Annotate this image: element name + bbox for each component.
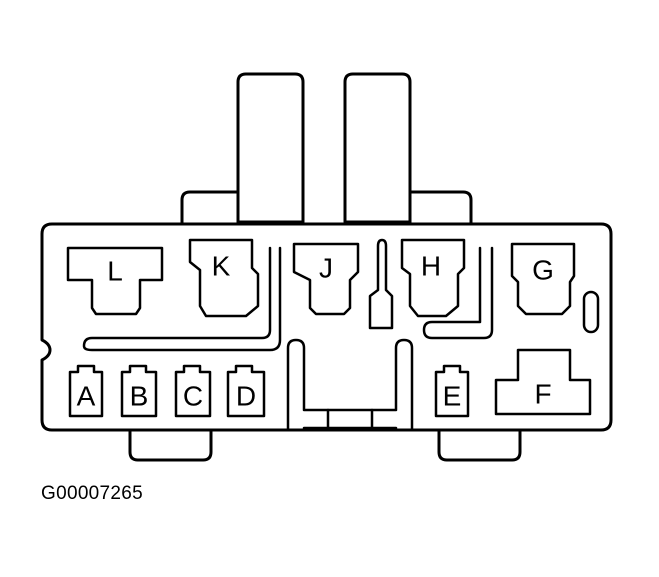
pin-label-F: F: [534, 379, 551, 410]
left-latch: [236, 72, 305, 224]
right-foot: [437, 426, 522, 462]
cavity-B: [120, 364, 158, 418]
pin-label-A: A: [77, 381, 96, 412]
right-rib: [422, 246, 494, 340]
cavity-K: [188, 238, 260, 318]
left-foot: [128, 426, 213, 462]
right-latch: [343, 72, 412, 224]
left-rib: [82, 246, 282, 352]
cavity-H: [400, 238, 466, 318]
pin-label-E: E: [443, 381, 462, 412]
cavity-D: [226, 364, 266, 418]
pin-label-K: K: [212, 251, 231, 282]
figure-id: G00007265: [41, 483, 144, 504]
cavity-G: [510, 242, 576, 316]
pin-label-G: G: [532, 255, 554, 286]
cavity-L: [66, 246, 164, 316]
cavity-A: [68, 364, 104, 418]
cavity-E: [434, 364, 470, 418]
side-slot: [582, 290, 600, 334]
pin-label-L: L: [107, 256, 123, 287]
pin-label-H: H: [421, 251, 441, 282]
keyway-slot: [286, 338, 414, 432]
right-shoulder: [408, 190, 473, 226]
pin-label-J: J: [319, 253, 333, 284]
locator-slot: [368, 238, 394, 330]
pin-label-D: D: [236, 381, 256, 412]
cavity-F: [494, 348, 592, 416]
pin-label-C: C: [183, 381, 203, 412]
cavity-C: [174, 364, 212, 418]
left-shoulder: [180, 190, 240, 226]
pin-label-B: B: [130, 381, 149, 412]
cavity-J: [292, 242, 360, 316]
